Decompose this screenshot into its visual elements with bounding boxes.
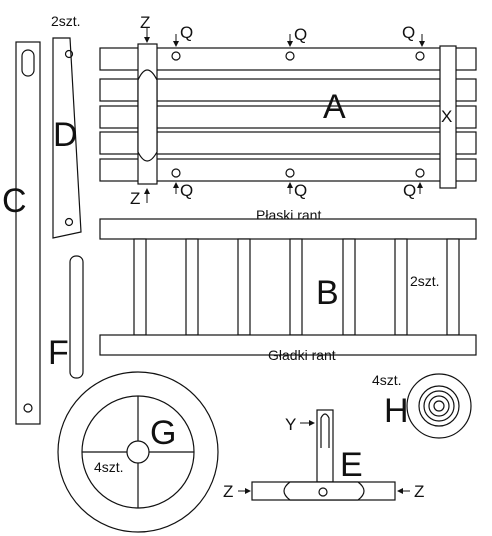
part-a-q-label-6: Q xyxy=(403,181,416,200)
part-e-arrows xyxy=(238,420,410,494)
part-a-q-label-4: Q xyxy=(180,181,193,200)
part-d-quantity: 2szt. xyxy=(51,13,81,29)
part-a-q-label-1: Q xyxy=(180,23,193,42)
part-f-letter: F xyxy=(48,334,69,372)
part-a-q-label-2: Q xyxy=(294,25,307,44)
part-a-x-label: X xyxy=(441,107,452,126)
part-e-y-label: Y xyxy=(285,415,296,434)
part-g-quantity: 4szt. xyxy=(94,459,124,475)
part-f-rod xyxy=(69,255,84,379)
part-h-quantity: 4szt. xyxy=(372,372,402,388)
part-h-washer xyxy=(406,373,472,439)
part-g-letter: G xyxy=(150,414,176,452)
part-b-bottom-rail-label: Gładki rant xyxy=(268,347,336,363)
part-a-z-bottom-label: Z xyxy=(130,189,140,208)
part-g-wheel xyxy=(57,371,219,533)
part-e-letter: E xyxy=(340,446,363,484)
part-d-letter: D xyxy=(53,116,78,154)
part-e-axle-bracket xyxy=(251,409,396,501)
part-c-long-bar xyxy=(15,41,41,425)
part-b-quantity: 2szt. xyxy=(410,273,440,289)
part-b-railing xyxy=(99,218,477,356)
part-a-q-label-5: Q xyxy=(294,181,307,200)
part-e-z-right-label: Z xyxy=(414,482,424,501)
part-a-z-top-label: Z xyxy=(140,13,150,32)
part-a-slatted-panel xyxy=(99,43,477,189)
part-a-letter: A xyxy=(323,88,346,126)
part-h-letter: H xyxy=(384,392,409,430)
part-b-letter: B xyxy=(316,274,339,312)
part-a-q-label-3: Q xyxy=(402,23,415,42)
part-e-z-left-label: Z xyxy=(223,482,233,501)
part-c-letter: C xyxy=(2,182,27,220)
part-d-tapered-bar xyxy=(52,37,82,239)
part-a-arrows xyxy=(144,28,425,203)
